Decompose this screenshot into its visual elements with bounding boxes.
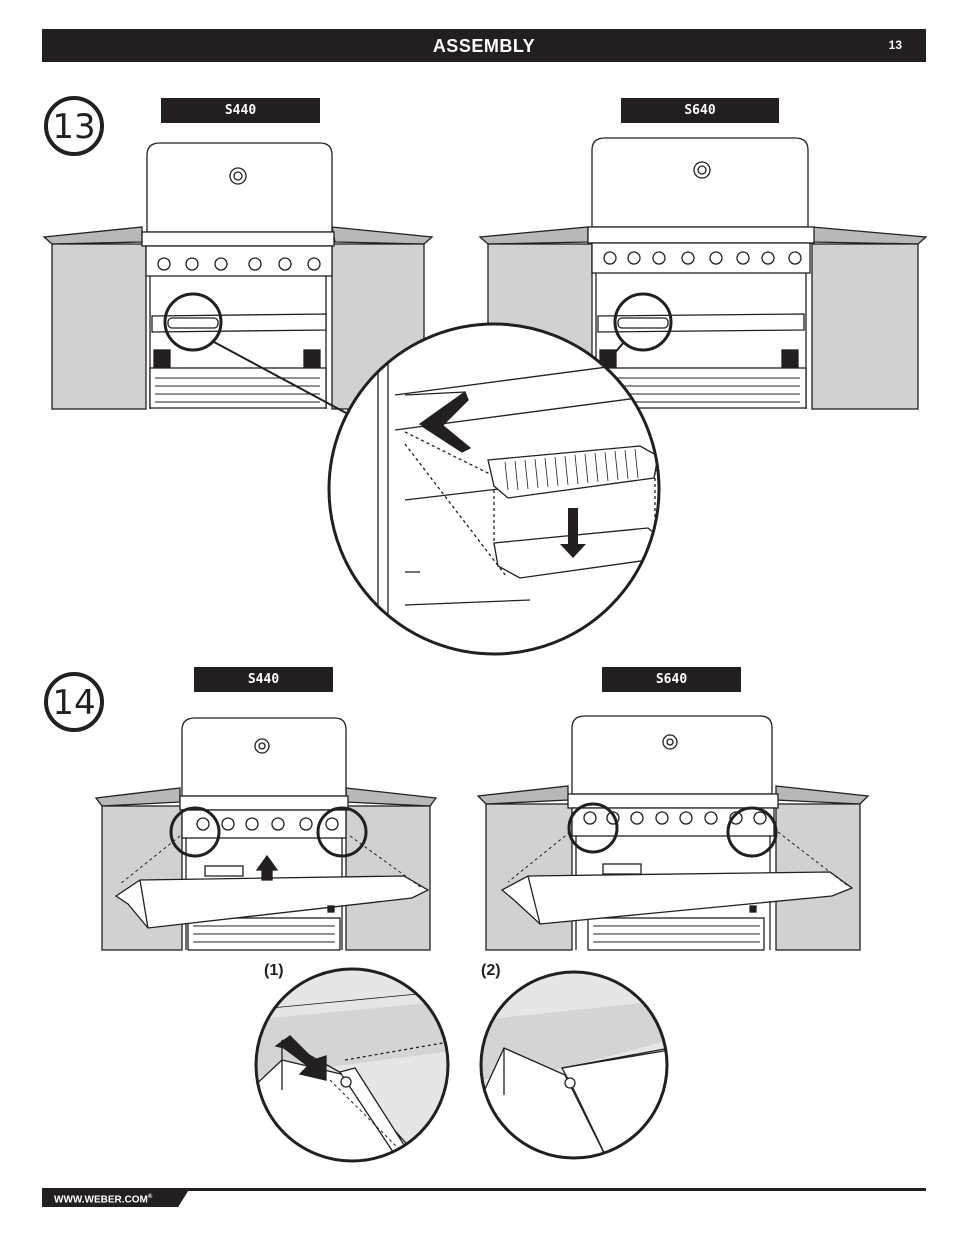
step-14-label-s640: S640 [602,667,741,692]
step-13-detail-view [327,322,661,656]
step-13-number: 13 [44,96,104,156]
step-14-s640-grill [476,715,870,951]
detail-label-1: (1) [264,962,284,979]
step-14-label-s440: S440 [194,667,333,692]
footer-rule [180,1188,926,1191]
page-number: 13 [888,38,902,52]
page-title: ASSEMBLY [432,36,536,56]
detail-label-2: (2) [481,962,501,979]
step-14-detail-1 [254,967,450,1163]
step-14-s440-grill [94,717,438,951]
header-bar: ASSEMBLY 13 [42,29,926,62]
step-13-label-s440: S440 [161,98,320,123]
step-13-label-s640: S640 [621,98,779,123]
footer-registered-mark: ® [147,1194,153,1200]
footer-url-text: WWW.WEBER.COM [54,1194,148,1206]
step-14-detail-2 [479,970,669,1160]
footer-url: WWW.WEBER.COM® [42,1188,190,1207]
step-13-s440-grill [42,142,434,410]
step-14-number: 14 [44,672,104,732]
